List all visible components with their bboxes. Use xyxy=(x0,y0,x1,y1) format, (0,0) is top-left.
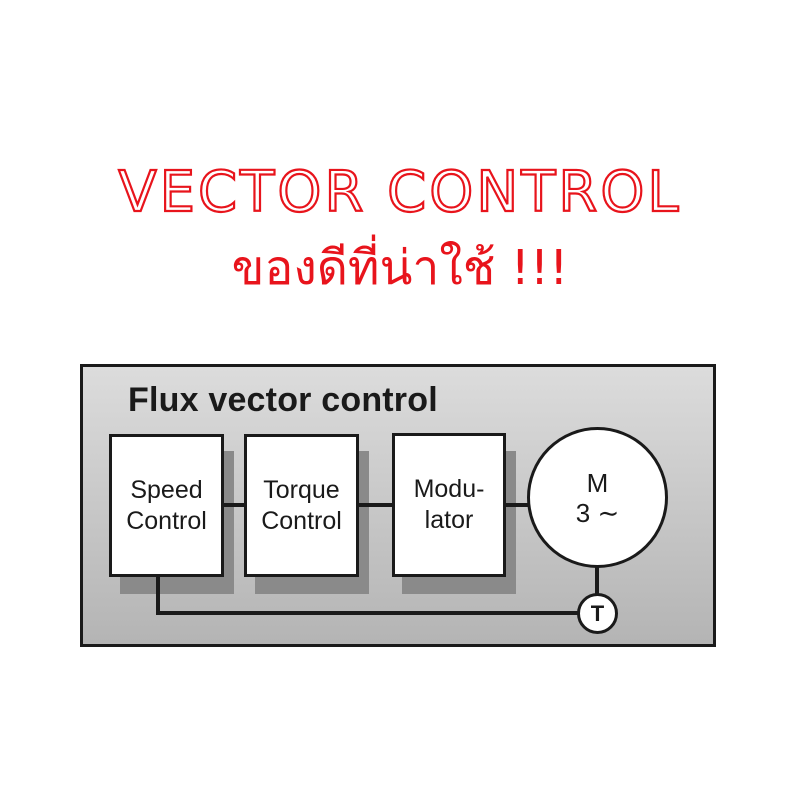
headline-thai: ของดีที่น่าใช้ !!! xyxy=(231,240,569,296)
motor-symbol: M 3 ∼ xyxy=(527,427,668,568)
diagram-title: Flux vector control xyxy=(128,381,438,419)
motor-label-m: M xyxy=(586,467,609,498)
modulator-block: Modu- lator xyxy=(392,433,506,577)
connector-speed-torque xyxy=(221,503,246,507)
headline-english: VECTOR CONTROL xyxy=(117,159,682,226)
connector-torque-modulator xyxy=(356,503,394,507)
torque-control-block: Torque Control xyxy=(244,434,359,577)
feedback-vertical-speed xyxy=(156,573,160,615)
motor-to-tacho-line xyxy=(595,563,599,597)
flux-vector-diagram-panel: Flux vector control Speed Control Torque… xyxy=(80,364,716,647)
speed-control-block: Speed Control xyxy=(109,434,224,577)
modulator-label: Modu- lator xyxy=(413,475,485,534)
feedback-horizontal xyxy=(156,611,581,615)
connector-modulator-motor xyxy=(503,503,529,507)
torque-control-label: Torque Control xyxy=(261,475,342,535)
motor-label-phase: 3 ∼ xyxy=(575,497,620,528)
tachometer-sensor: T xyxy=(577,593,618,634)
tachometer-label: T xyxy=(590,600,605,626)
speed-control-label: Speed Control xyxy=(126,475,207,535)
